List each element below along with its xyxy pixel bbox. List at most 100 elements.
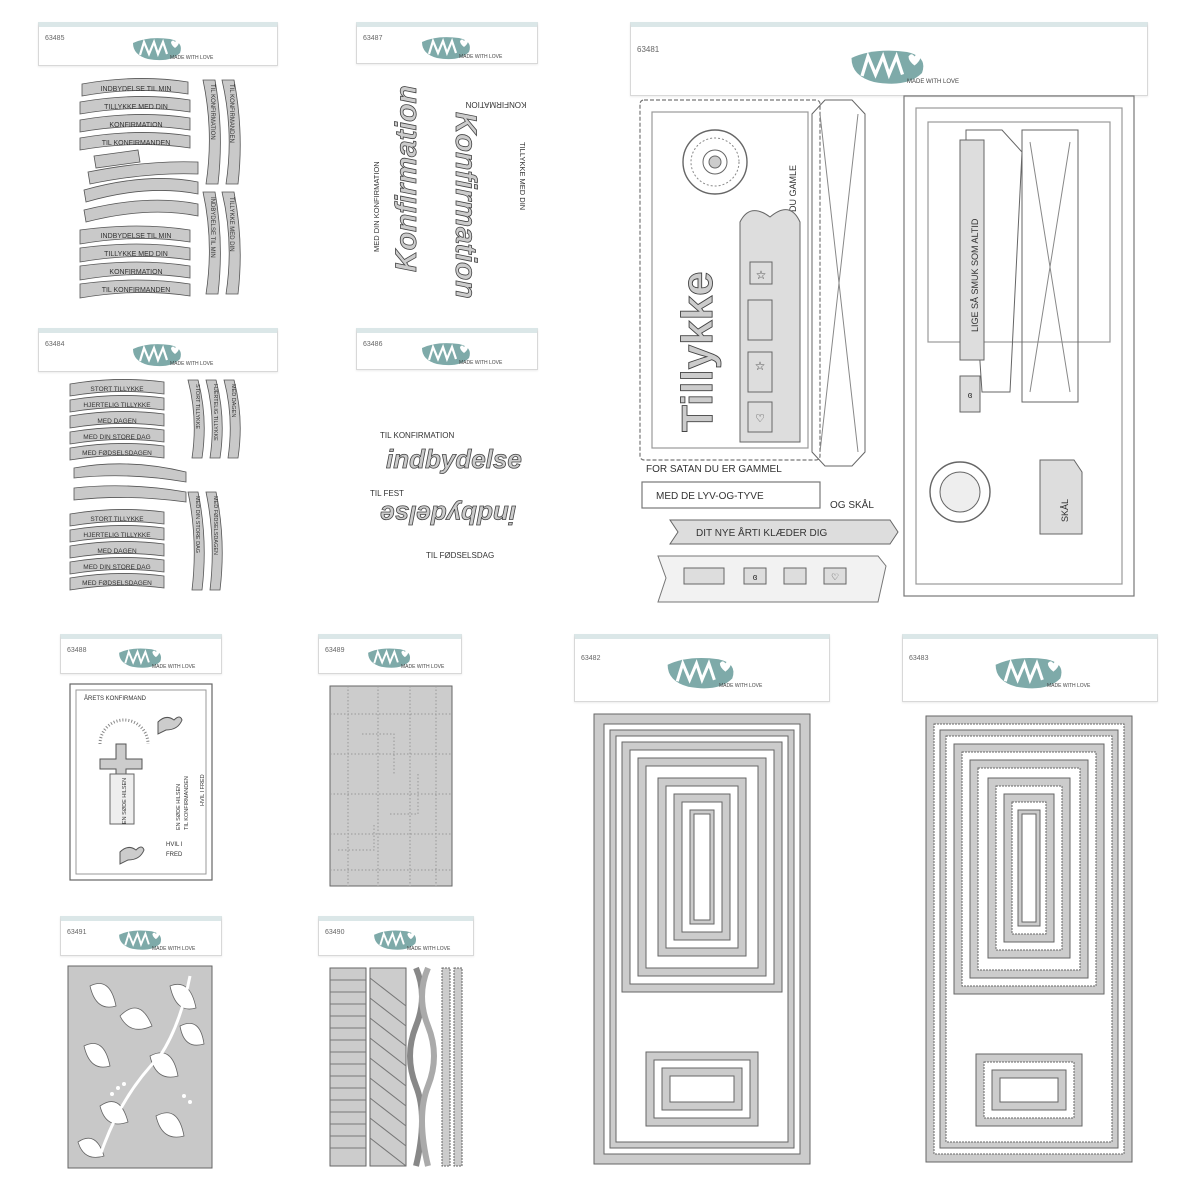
product-code: 63481 [637,45,660,54]
product-code: 63491 [67,929,87,936]
die-set-banners: INDBYDELSE TIL MIN TILLYKKE MED DIN KONF… [79,78,241,299]
product-63484[interactable]: 63484 MADE WITH LOVE STORT TILLYKKE [38,328,278,613]
product-63487[interactable]: 63487 MADE WITH LOVE KONFIRMATION MED DI… [356,22,538,302]
banner-label: MED DAGEN [97,418,137,425]
banner-label: STORT TILLYKKE [90,386,144,393]
word-label: OG SKÅL [830,498,874,511]
die-floral-cover [67,965,213,1169]
product-63483[interactable]: 63483 MADE WITH LOVE [902,634,1158,1172]
product-code: 63484 [45,341,65,348]
word-label: DU GAMLE [788,165,798,212]
package-header: 63484 MADE WITH LOVE [38,328,278,372]
package-header: 63490 MADE WITH LOVE [318,916,474,956]
word-label: TIL KONFIRMATION [380,431,454,440]
star-icon: ☆ [755,359,766,373]
package-header: 63483 MADE WITH LOVE [902,634,1158,702]
word-label: FRED [166,852,183,858]
package-header: 63481 MADE WITH LOVE [630,22,1148,96]
product-code: 63483 [909,655,929,662]
die-set-tillykke: Tillykke DU GAMLE ☆ ☆ ♡ FOR SATAN DU ER … [639,95,1135,603]
vertical-label: HJERTELIG TILLYKKE [212,384,218,441]
banner-label: STORT TILLYKKE [90,516,144,523]
die-nested-rectangles-stitched [925,715,1133,1163]
word-label: MED DIN KONFIRMATION [372,161,381,252]
package-header: 63486 MADE WITH LOVE [356,328,538,370]
product-63482[interactable]: 63482 MADE WITH LOVE [574,634,830,1172]
dove-icon [157,716,183,735]
package-header: 63485 MADE WITH LOVE [38,22,278,66]
heart-icon: ♡ [755,413,765,425]
product-63486[interactable]: 63486 MADE WITH LOVE TIL KONFIRMATION in… [356,328,538,588]
product-63481[interactable]: 63481 MADE WITH LOVE Tillykke DU GAMLE ☆… [630,22,1148,607]
script-word: Konfirmation [390,85,423,272]
product-63491[interactable]: 63491 MADE WITH LOVE [60,916,222,1170]
package-header: 63488 MADE WITH LOVE [60,634,222,674]
brand-tagline: MADE WITH LOVE [459,54,503,60]
banner-label: TIL KONFIRMANDEN [102,287,171,294]
brand-logo: MADE WITH LOVE [419,338,502,370]
die-set-indbydelse: TIL KONFIRMATION indbydelse TIL FEST ind… [370,431,522,560]
banner-label: HJERTELIG TILLYKKE [83,532,151,539]
brand-logo: MADE WITH LOVE [116,926,195,954]
star-icon: ☆ [756,268,767,282]
dove-icon [119,846,145,865]
banner-label: TIL KONFIRMANDEN [102,140,171,147]
brand-logo: MADE WITH LOVE [130,33,213,65]
brand-tagline: MADE WITH LOVE [152,946,196,952]
vertical-label: TIL KONFIRMATION [209,84,215,140]
die-set-banners: STORT TILLYKKE HJERTELIG TILLYKKE MED DA… [69,379,241,591]
word-label: KONFIRMATION [465,100,526,109]
word-label: EN SØDE HILSEN [176,784,182,830]
brand-logo: MADE WITH LOVE [130,339,213,371]
brand-logo: MADE WITH LOVE [991,651,1090,695]
banner-label: KONFIRMATION [109,269,162,276]
product-code: 63482 [581,655,601,662]
vertical-label: MED FØDSELSDAGEN [212,496,218,555]
brand-tagline: MADE WITH LOVE [907,79,960,85]
banner-label: INDBYDELSE TIL MIN [101,233,172,240]
word-label: HVIL I [166,842,183,848]
die-nested-rectangles [593,713,811,1165]
word-label: LIGE SÅ SMUK SOM ALTID [970,218,980,332]
product-63489[interactable]: 63489 MADE WITH LOVE [318,634,462,888]
brand-tagline: MADE WITH LOVE [170,55,214,61]
vertical-label: INDBYDELSE TIL MIN [209,197,215,258]
brand-tagline: MADE WITH LOVE [407,946,451,952]
banner-label: MED FØDSELSDAGEN [82,580,152,587]
script-word: Konfirmation [449,112,482,299]
product-63485[interactable]: 63485 MADE WITH LOVE INDBYDELSE TIL MIN … [38,22,278,307]
product-code: 63488 [67,647,87,654]
butterfly-icon: ɞ [968,390,973,400]
brand-tagline: MADE WITH LOVE [719,683,763,689]
banner-label: HJERTELIG TILLYKKE [83,402,151,409]
die-stitched-grid [329,685,453,887]
brand-logo: MADE WITH LOVE [845,43,959,91]
brand-logo: MADE WITH LOVE [419,32,502,64]
brand-tagline: MADE WITH LOVE [1047,683,1091,689]
banner-label: TILLYKKE MED DIN [104,104,168,111]
product-code: 63487 [363,35,383,42]
banner-label: MED FØDSELSDAGEN [82,450,152,457]
vertical-label: MED DAGEN [230,384,236,417]
brand-logo: MADE WITH LOVE [116,644,195,672]
package-header: 63489 MADE WITH LOVE [318,634,462,674]
product-code: 63490 [325,929,345,936]
banner-label: MED DIN STORE DAG [83,434,150,441]
package-header: 63491 MADE WITH LOVE [60,916,222,956]
banner-label: MED DIN STORE DAG [83,564,150,571]
product-63490[interactable]: 63490 MADE WITH LOVE [318,916,474,1170]
word-label: SKÅL [1060,499,1070,522]
vertical-label: TILLYKKE MED DIN [228,197,234,252]
heart-icon: ♡ [831,572,839,582]
product-code: 63489 [325,647,345,654]
product-63488[interactable]: 63488 MADE WITH LOVE ÅRETS KONFIRMAND EN… [60,634,222,888]
brand-tagline: MADE WITH LOVE [401,664,445,670]
word-label: TIL KONFIRMANDEN [184,776,190,830]
butterfly-icon: ɞ [753,572,758,582]
brand-tagline: MADE WITH LOVE [170,361,214,367]
word-label: EN SØDE HILSEN [122,778,128,824]
word-label: TIL FØDSELSDAG [426,551,494,560]
word-label: TIL FEST [370,489,404,498]
die-set-konfirmand: ÅRETS KONFIRMAND EN SØDE HILSEN EN SØDE … [69,683,213,881]
word-label: HVIL I FRED [200,774,206,806]
